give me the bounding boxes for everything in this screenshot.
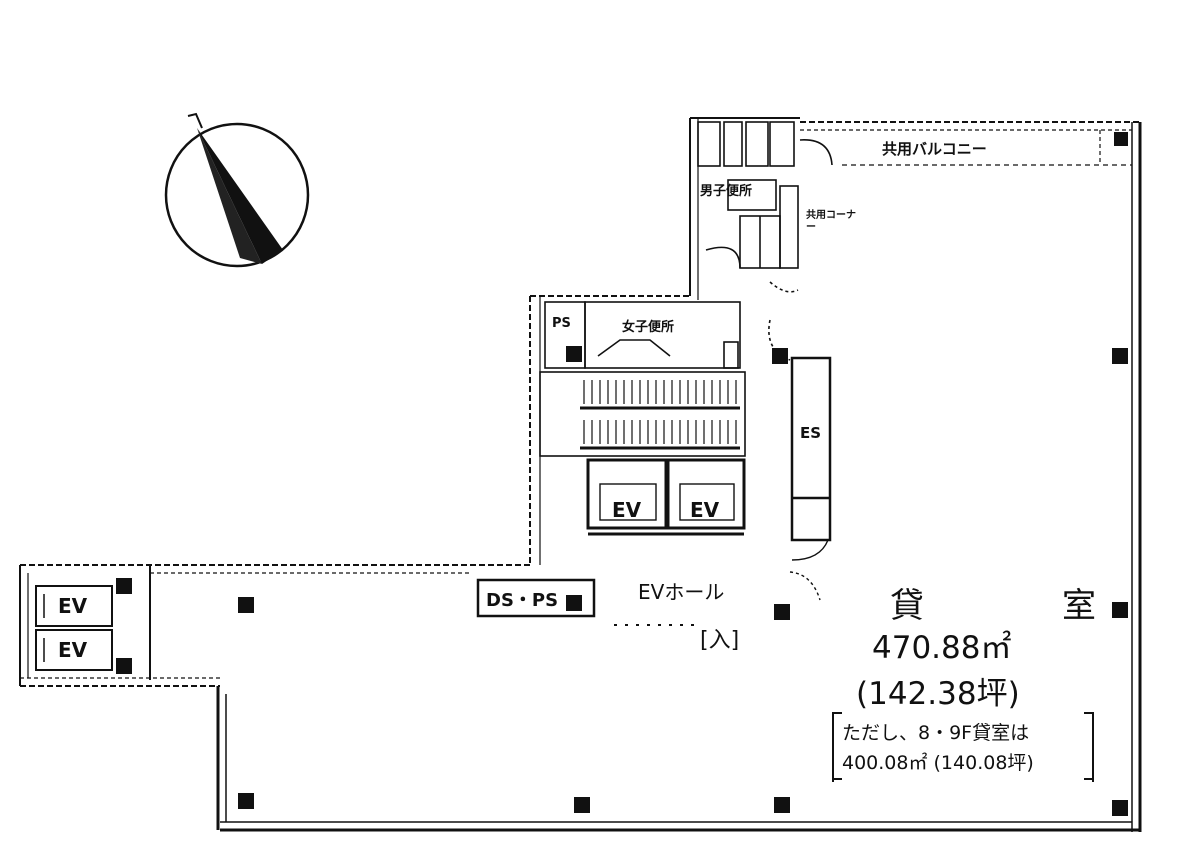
ev-label-4: EV [58,638,88,662]
area-note-line1: ただし、8・9F貸室は [842,722,1030,744]
ds-ps-label: DS・PS [486,590,559,611]
ds-ps-box [476,578,596,618]
area-note: ただし、8・9F貸室は 400.08㎡ (140.08坪) [832,712,1094,782]
stairs [539,371,746,457]
ev-hall-label: EVホール [638,580,725,604]
shared-corner-label: 共用コーナー [806,210,856,233]
left-elevators [35,585,113,671]
core-elevators [586,458,746,536]
area-note-line2: 400.08㎡ (140.08坪) [842,752,1034,774]
ps-label: PS [552,316,571,331]
upper-toilet-block [697,121,833,293]
ev-label-2: EV [690,498,720,522]
room-area-tsubo: (142.38坪) [856,676,1020,712]
columns [116,132,1128,816]
ev-label-1: EV [612,498,642,522]
balcony-label: 共用バルコニー [882,140,987,158]
outer-walls [19,117,1142,832]
womens-toilet-label: 女子便所 [622,320,675,335]
mens-toilet-label: 男子便所 [700,184,753,199]
north-arrow-icon [164,112,310,268]
room-area-m2: 470.88㎡ [872,630,1012,666]
ev-label-3: EV [58,594,88,618]
es-shaft [789,356,832,601]
womens-toilet-block [544,301,791,369]
room-label: 貸 室 [890,586,1148,626]
es-label: ES [800,424,822,442]
entrance-mark: [入] [700,628,740,653]
